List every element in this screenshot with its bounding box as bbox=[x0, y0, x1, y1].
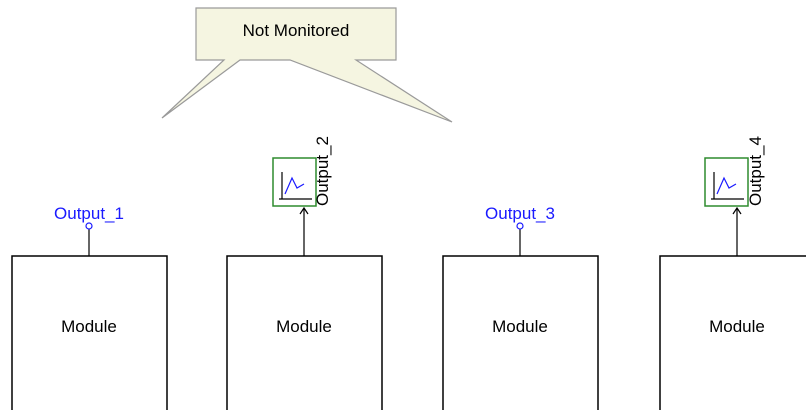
output-label[interactable]: Output_4 bbox=[746, 136, 765, 206]
module-2[interactable]: Module Output_2 bbox=[226, 136, 383, 410]
output-label[interactable]: Output_3 bbox=[485, 204, 555, 223]
callout-bubble: Not Monitored bbox=[161, 7, 453, 123]
callout-shape bbox=[161, 7, 453, 123]
module-box[interactable] bbox=[442, 255, 599, 410]
module-label: Module bbox=[709, 317, 765, 336]
module-3[interactable]: Module Output_3 bbox=[442, 204, 599, 410]
module-label: Module bbox=[276, 317, 332, 336]
monitor-probe-icon[interactable] bbox=[272, 157, 317, 207]
module-box[interactable] bbox=[659, 255, 806, 410]
module-box[interactable] bbox=[11, 255, 168, 410]
arrow-head-icon bbox=[732, 206, 742, 215]
output-port-icon[interactable] bbox=[516, 222, 524, 230]
module-1[interactable]: Module Output_1 bbox=[11, 204, 168, 410]
module-4[interactable]: Module Output_4 bbox=[659, 136, 806, 410]
arrow-head-icon bbox=[299, 206, 309, 215]
output-label[interactable]: Output_1 bbox=[54, 204, 124, 223]
output-port-icon[interactable] bbox=[85, 222, 93, 230]
module-label: Module bbox=[492, 317, 548, 336]
callout-text: Not Monitored bbox=[243, 21, 350, 40]
module-label: Module bbox=[61, 317, 117, 336]
output-label[interactable]: Output_2 bbox=[313, 136, 332, 206]
monitor-probe-icon[interactable] bbox=[704, 157, 749, 207]
